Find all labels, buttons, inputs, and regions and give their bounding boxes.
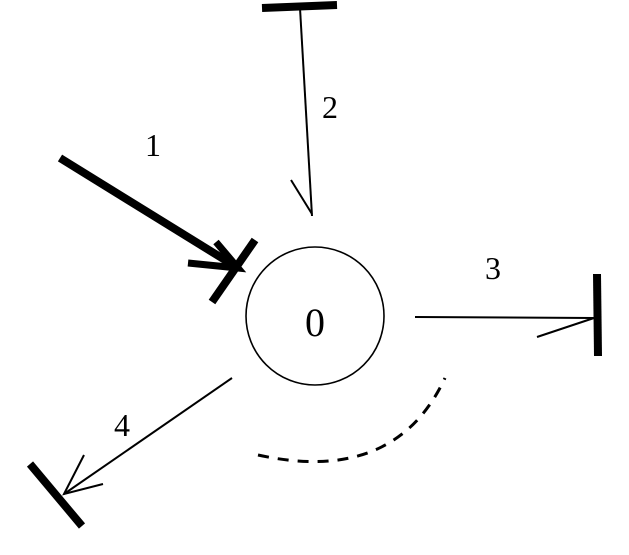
edge-2-bar: [261, 1, 338, 12]
node-0-circle: [245, 246, 385, 386]
edge-2[interactable]: 2: [261, 1, 338, 217]
edge-3-label: 3: [485, 250, 501, 286]
edge-4-bar: [26, 461, 86, 529]
edge-4[interactable]: 4: [26, 377, 233, 529]
edge-2-arrowhead: [290, 179, 313, 215]
edge-2-line: [299, 7, 313, 217]
edge-3-arrowhead: [536, 317, 595, 338]
edge-4-label: 4: [114, 407, 130, 443]
edge-3[interactable]: 3: [414, 250, 602, 357]
node-0[interactable]: 0: [245, 246, 385, 386]
dashed-arc: [257, 377, 447, 463]
edge-4-arrowhead: [62, 454, 104, 496]
edge-1-label: 1: [145, 127, 161, 163]
edge-1-bar: [208, 237, 259, 305]
edge-1[interactable]: 1: [57, 127, 259, 305]
edge-4-line: [63, 377, 233, 495]
edge-2-label: 2: [322, 89, 338, 125]
node-0-label: 0: [305, 300, 325, 345]
edge-3-bar: [593, 273, 602, 357]
edge-3-line: [414, 316, 595, 319]
edge-1-line: [57, 154, 241, 272]
